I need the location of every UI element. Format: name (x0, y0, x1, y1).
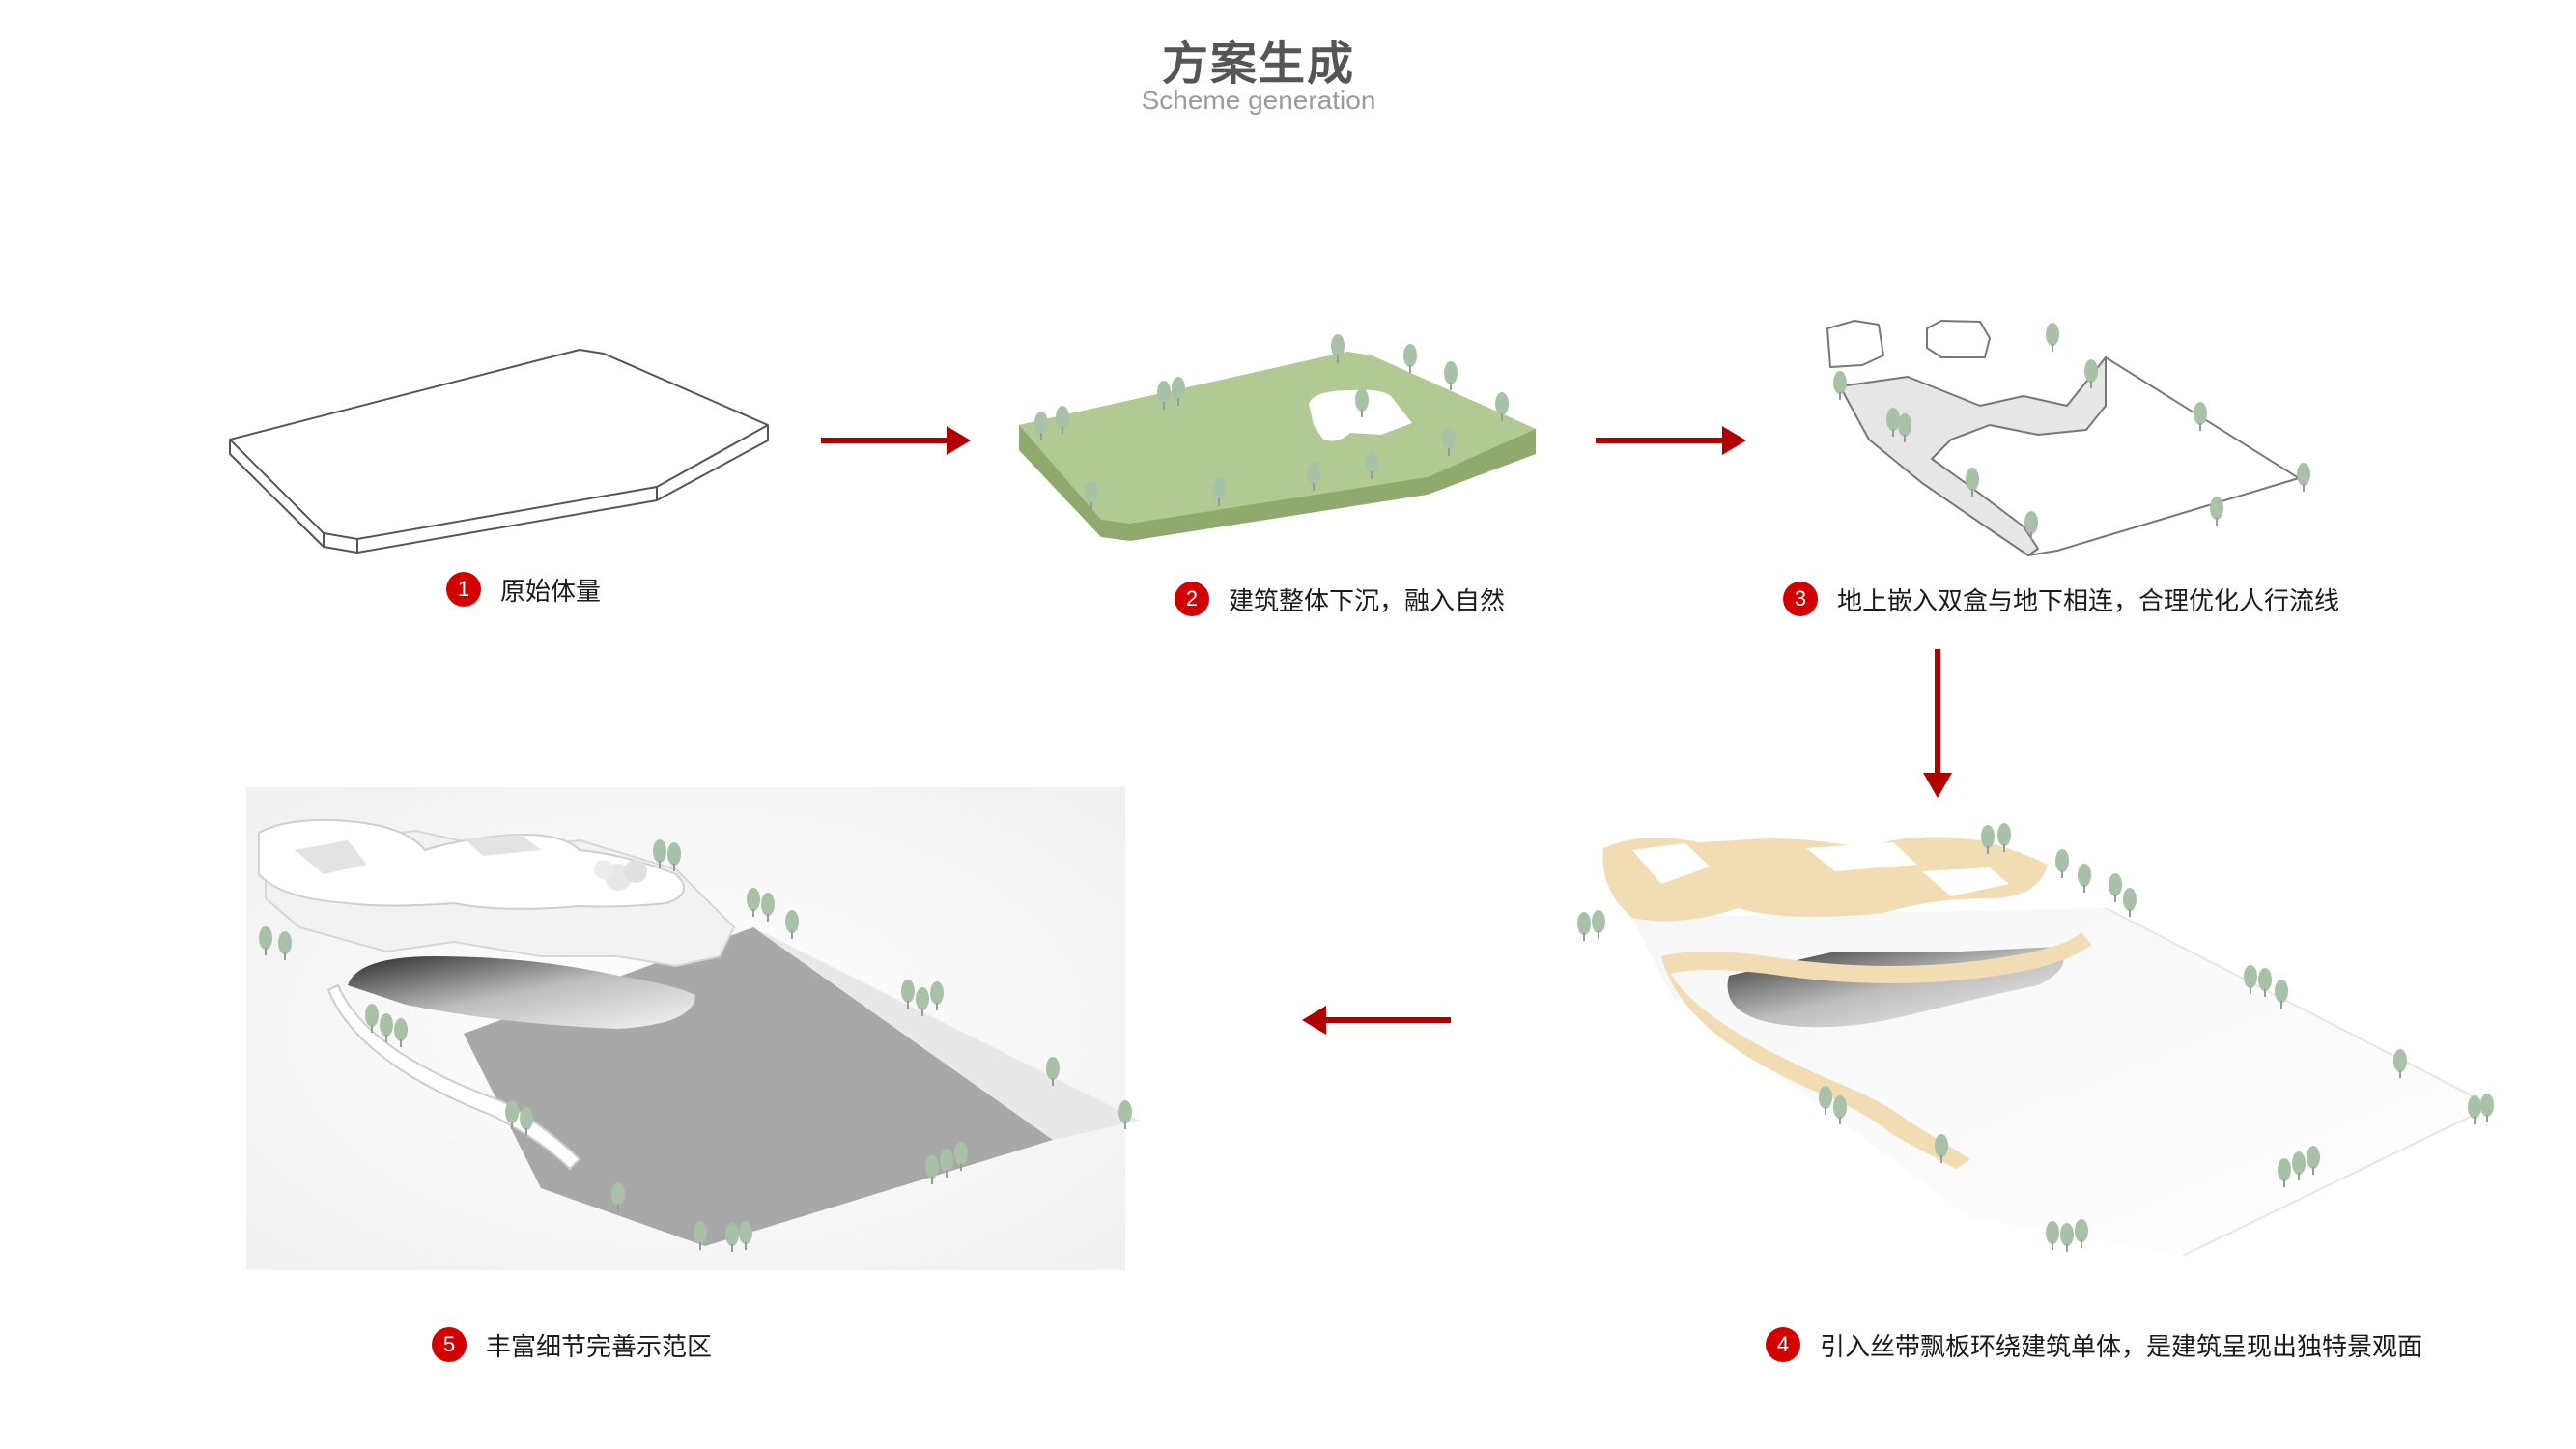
step-number-badge: 2 (1175, 582, 1209, 616)
step-number-badge: 4 (1766, 1327, 1800, 1362)
arrow-down-icon (1923, 649, 1952, 798)
step-3-label: 3 地上嵌入双盒与地下相连，合理优化人行流线 (1783, 580, 2339, 618)
page-title: 方案生成 (1161, 37, 1355, 91)
step-text: 建筑整体下沉，融入自然 (1229, 586, 1506, 616)
step-number-badge: 3 (1783, 582, 1818, 616)
step-number-badge: 5 (432, 1327, 467, 1362)
step-text: 引入丝带飘板环绕建筑单体，是建筑呈现出独特景观面 (1820, 1332, 2423, 1362)
step-4-label: 4 引入丝带飘板环绕建筑单体，是建筑呈现出独特景观面 (1766, 1325, 2422, 1364)
arrow-right-icon (821, 426, 971, 455)
step-text: 原始体量 (500, 577, 602, 607)
step-1-label: 1 原始体量 (446, 570, 601, 609)
step-text: 地上嵌入双盒与地下相连，合理优化人行流线 (1837, 586, 2340, 616)
page-subtitle: Scheme generation (1141, 85, 1376, 115)
step-number-badge: 1 (446, 572, 481, 607)
step3-boxes-figure (1826, 320, 2310, 556)
arrow-left-icon (1302, 1006, 1451, 1035)
arrow-right-icon (1596, 426, 1746, 455)
step1-mass-figure (229, 349, 769, 554)
step-text: 丰富细节完善示范区 (486, 1332, 713, 1362)
step2-green-mass-figure (1019, 334, 1536, 541)
step-2-label: 2 建筑整体下沉，融入自然 (1175, 580, 1505, 618)
step5-render-figure (246, 787, 1140, 1270)
step-5-label: 5 丰富细节完善示范区 (432, 1325, 712, 1364)
step4-ribbon-figure (1577, 823, 2495, 1257)
